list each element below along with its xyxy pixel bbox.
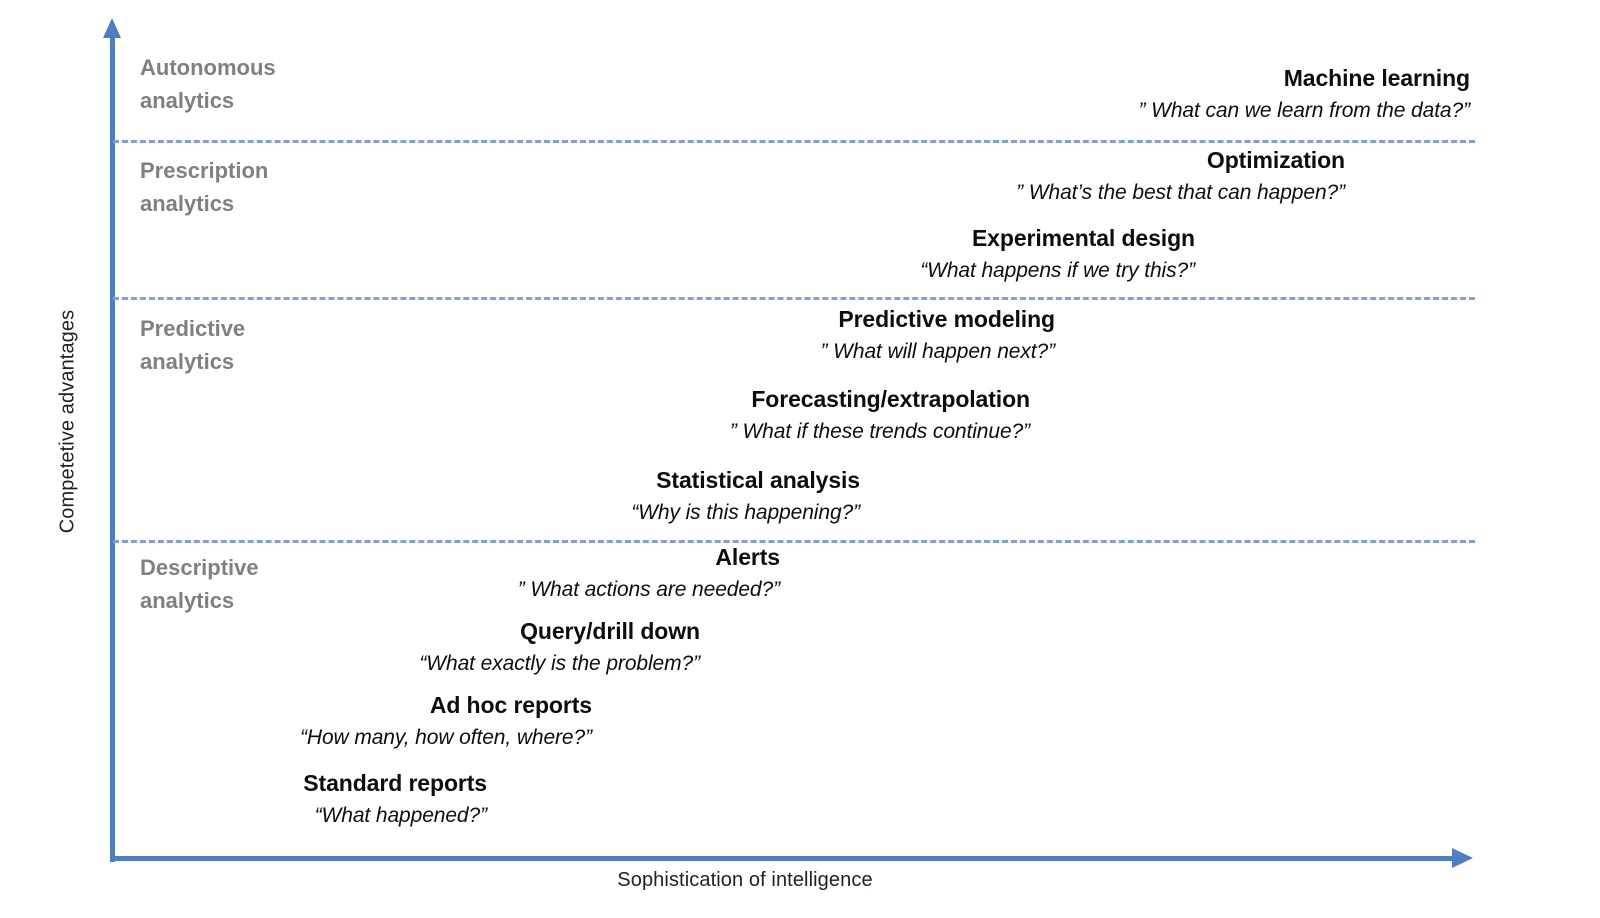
item-quote-machine-learning: ” What can we learn from the data?” xyxy=(1138,98,1471,122)
tier-label-prescription: Prescription analytics xyxy=(140,158,269,216)
item-title-forecasting-extrapolation: Forecasting/extrapolation xyxy=(751,386,1030,412)
y-axis-line xyxy=(110,34,115,862)
item-machine-learning: Machine learning ” What can we learn from… xyxy=(1139,64,1471,124)
item-quote-alerts: ” What actions are needed?” xyxy=(517,577,780,601)
item-forecasting-extrapolation: Forecasting/extrapolation ” What if these… xyxy=(730,385,1030,445)
item-quote-query-drill-down: “What exactly is the problem?” xyxy=(419,651,700,675)
item-alerts: Alerts ” What actions are needed?” xyxy=(518,543,780,603)
item-quote-optimization: ” What’s the best that can happen?” xyxy=(1016,180,1345,204)
tier-label-predictive: Predictive analytics xyxy=(140,316,246,374)
item-standard-reports: Standard reports “What happened?” xyxy=(303,769,487,829)
item-quote-predictive-modeling: ” What will happen next?” xyxy=(820,339,1056,363)
item-optimization: Optimization ” What’s the best that can h… xyxy=(1016,146,1345,206)
y-axis-label: Competetive advantages xyxy=(56,309,79,534)
item-statistical-analysis: Statistical analysis “Why is this happeni… xyxy=(631,466,860,526)
item-ad-hoc-reports: Ad hoc reports “How many, how often, wher… xyxy=(300,691,592,751)
tier-label-autonomous: Autonomous analytics xyxy=(140,55,276,113)
autonomous-prescription-divider xyxy=(113,140,1475,143)
item-quote-experimental-design: “What happens if we try this?” xyxy=(920,258,1195,282)
item-predictive-modeling: Predictive modeling ” What will happen ne… xyxy=(820,305,1056,365)
item-title-alerts: Alerts xyxy=(715,544,780,570)
arrow-right-icon xyxy=(1452,848,1473,868)
item-title-predictive-modeling: Predictive modeling xyxy=(838,306,1055,332)
tier-label-descriptive: Descriptive analytics xyxy=(140,555,259,613)
item-title-ad-hoc-reports: Ad hoc reports xyxy=(429,692,592,718)
item-title-experimental-design: Experimental design xyxy=(971,225,1195,251)
item-title-statistical-analysis: Statistical analysis xyxy=(656,467,860,493)
predictive-descriptive-divider xyxy=(113,540,1475,543)
item-quote-standard-reports: “What happened?” xyxy=(314,803,487,827)
item-experimental-design: Experimental design “What happens if we t… xyxy=(920,224,1195,284)
item-query-drill-down: Query/drill down “What exactly is the pro… xyxy=(419,617,700,677)
x-axis-line xyxy=(110,856,1455,861)
item-title-query-drill-down: Query/drill down xyxy=(520,618,700,644)
item-quote-ad-hoc-reports: “How many, how often, where?” xyxy=(299,725,592,749)
item-title-standard-reports: Standard reports xyxy=(303,770,487,796)
x-axis-label: Sophistication of intelligence xyxy=(617,869,873,891)
item-title-machine-learning: Machine learning xyxy=(1283,65,1470,91)
item-title-optimization: Optimization xyxy=(1206,147,1345,173)
item-quote-statistical-analysis: “Why is this happening?” xyxy=(631,500,860,524)
prescription-predictive-divider xyxy=(113,297,1475,300)
item-quote-forecasting-extrapolation: ” What if these trends continue?” xyxy=(729,419,1030,443)
arrow-up-icon xyxy=(103,18,121,38)
